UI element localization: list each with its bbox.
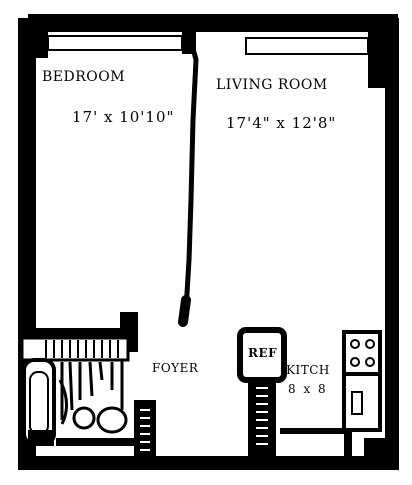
living-room-label: LIVING ROOM bbox=[216, 77, 328, 93]
bedroom-window bbox=[47, 35, 183, 51]
foyer-label: FOYER bbox=[152, 361, 199, 375]
bathroom bbox=[20, 312, 156, 464]
living-room-dimensions: 17'4" x 12'8" bbox=[226, 114, 337, 132]
windows bbox=[47, 35, 369, 55]
kitchen-area bbox=[237, 327, 386, 462]
kitchen-dimensions: 8 x 8 bbox=[288, 382, 328, 396]
partition-wall bbox=[178, 51, 199, 327]
stove bbox=[342, 330, 382, 376]
living-window bbox=[245, 37, 369, 55]
bedroom-label: BEDROOM bbox=[42, 69, 126, 85]
ref-label: REF bbox=[248, 346, 278, 360]
wall-piers bbox=[36, 32, 388, 88]
bedroom-dimensions: 17' x 10'10" bbox=[72, 108, 175, 126]
kitchen-label: KITCH bbox=[286, 363, 330, 377]
